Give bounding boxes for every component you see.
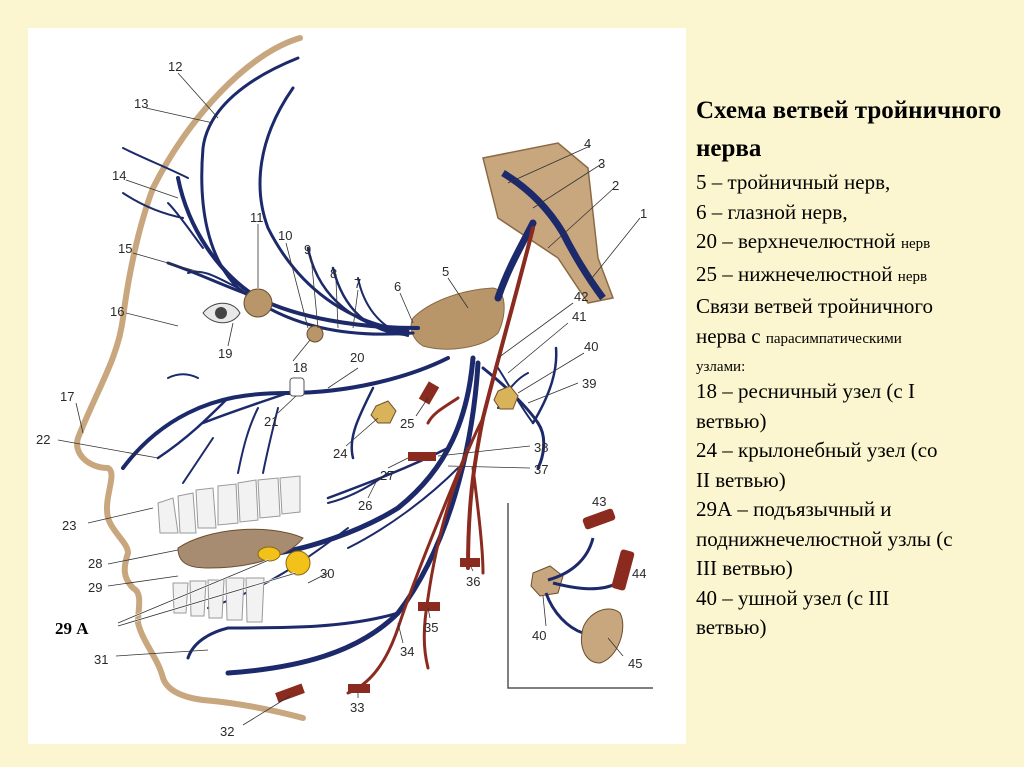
number-labels: 1 2 3 4 5 6 7 8 9 10 11 12 13 14 15 16 1… bbox=[36, 59, 647, 739]
legend-line-connections-3: узлами: bbox=[696, 359, 746, 375]
label-40: 40 bbox=[584, 339, 598, 354]
label-38: 38 bbox=[534, 440, 548, 455]
label-44: 44 bbox=[632, 566, 646, 581]
legend-line-24b: II ветвью) bbox=[696, 467, 786, 492]
tongue bbox=[177, 528, 304, 569]
label-inset-40: 40 bbox=[532, 628, 546, 643]
artery-stub-33 bbox=[348, 684, 370, 693]
inset-frame bbox=[507, 503, 653, 689]
submandibular-ganglion-highlight bbox=[285, 550, 311, 576]
label-27: 27 bbox=[380, 468, 394, 483]
label-16: 16 bbox=[110, 304, 124, 319]
label-35: 35 bbox=[424, 620, 438, 635]
nerve-diagram-figure: 1 2 3 4 5 6 7 8 9 10 11 12 13 14 15 16 1… bbox=[28, 28, 686, 744]
label-23: 23 bbox=[62, 518, 76, 533]
lower-teeth bbox=[172, 577, 265, 623]
ganglion-11 bbox=[243, 288, 273, 318]
label-31: 31 bbox=[94, 652, 108, 667]
label-17: 17 bbox=[60, 389, 74, 404]
label-45: 45 bbox=[628, 656, 642, 671]
label-8: 8 bbox=[330, 266, 337, 281]
upper-teeth bbox=[157, 475, 301, 534]
label-15: 15 bbox=[118, 241, 132, 256]
label-34: 34 bbox=[400, 644, 414, 659]
pterygopalatine-ganglion-24 bbox=[370, 400, 397, 424]
label-25: 25 bbox=[400, 416, 414, 431]
label-29: 29 bbox=[88, 580, 102, 595]
label-42: 42 bbox=[574, 289, 588, 304]
ciliary-ganglion-18 bbox=[306, 325, 324, 343]
label-13: 13 bbox=[134, 96, 148, 111]
label-14: 14 bbox=[112, 168, 126, 183]
legend-line-connections-1: Связи ветвей тройничного bbox=[696, 294, 934, 318]
artery-stub-32 bbox=[275, 683, 305, 703]
label-20: 20 bbox=[350, 350, 364, 365]
leader-lines bbox=[57, 72, 641, 726]
sublingual-ganglion-highlight bbox=[257, 546, 281, 562]
legend-line-5: 5 – тройничный нерв, bbox=[696, 170, 891, 194]
callout-line-29a-1-dark bbox=[117, 559, 270, 624]
legend-line-6: 6 – глазной нерв, bbox=[696, 199, 848, 224]
label-6: 6 bbox=[394, 279, 401, 294]
label-10: 10 bbox=[278, 228, 292, 243]
inset-detail bbox=[530, 508, 635, 664]
label-37: 37 bbox=[534, 462, 548, 477]
label-36: 36 bbox=[466, 574, 480, 589]
face-profile-outline bbox=[74, 35, 306, 721]
callout-29a: 29 А bbox=[55, 619, 89, 638]
legend-line-connections-2: нерва с парасимпатическими bbox=[696, 323, 902, 348]
label-4: 4 bbox=[584, 136, 591, 151]
legend-panel: Схема ветвей тройничного нерва 5 – тройн… bbox=[696, 92, 1016, 643]
label-28: 28 bbox=[88, 556, 102, 571]
diagram-svg: 1 2 3 4 5 6 7 8 9 10 11 12 13 14 15 16 1… bbox=[36, 35, 653, 739]
label-32: 32 bbox=[220, 724, 234, 739]
label-19: 19 bbox=[218, 346, 232, 361]
label-5: 5 bbox=[442, 264, 449, 279]
brainstem-nerve-band bbox=[501, 169, 606, 301]
legend-line-25: 25 – нижнечелюстной нерв bbox=[696, 261, 928, 286]
otic-ganglion-40 bbox=[493, 385, 519, 410]
nerve-branches bbox=[121, 56, 558, 676]
canal-21 bbox=[289, 377, 305, 397]
callout-line-29a-2-dark bbox=[117, 572, 297, 627]
label-33: 33 bbox=[350, 700, 364, 715]
artery-stub-35 bbox=[418, 602, 440, 611]
label-30: 30 bbox=[320, 566, 334, 581]
eye-pupil bbox=[215, 307, 227, 319]
label-24: 24 bbox=[333, 446, 347, 461]
label-22: 22 bbox=[36, 432, 50, 447]
label-7: 7 bbox=[354, 276, 361, 291]
label-9: 9 bbox=[304, 242, 311, 257]
label-3: 3 bbox=[598, 156, 605, 171]
label-2: 2 bbox=[612, 178, 619, 193]
label-18: 18 bbox=[293, 360, 307, 375]
diagram-title: Схема ветвей тройничного нерва bbox=[696, 97, 1002, 162]
label-12: 12 bbox=[168, 59, 182, 74]
label-41: 41 bbox=[572, 309, 586, 324]
label-43: 43 bbox=[592, 494, 606, 509]
artery-stub-25 bbox=[418, 381, 440, 405]
legend-line-29c: III ветвью) bbox=[696, 556, 793, 580]
legend-line-40b: ветвью) bbox=[696, 615, 767, 639]
label-21: 21 bbox=[264, 414, 278, 429]
label-26: 26 bbox=[358, 498, 372, 513]
legend-line-18a: 18 – ресничный узел (с I bbox=[696, 379, 915, 403]
legend-line-29b: поднижнечелюстной узлы (с bbox=[696, 526, 953, 551]
artery-stub-38 bbox=[408, 452, 436, 461]
trigeminal-ganglion bbox=[410, 287, 505, 350]
legend-line-24a: 24 – крылонебный узел (со bbox=[696, 438, 938, 462]
legend-line-20: 20 – верхнечелюстной нерв bbox=[696, 229, 931, 253]
artery-stub-36 bbox=[460, 558, 480, 567]
arteries bbox=[346, 226, 535, 695]
legend-line-29a: 29А – подъязычный и bbox=[696, 497, 892, 521]
legend-line-18b: ветвью) bbox=[696, 408, 767, 433]
legend-line-40a: 40 – ушной узел (с III bbox=[696, 585, 890, 610]
label-1: 1 bbox=[640, 206, 647, 221]
label-11: 11 bbox=[250, 210, 264, 225]
label-39: 39 bbox=[582, 376, 596, 391]
